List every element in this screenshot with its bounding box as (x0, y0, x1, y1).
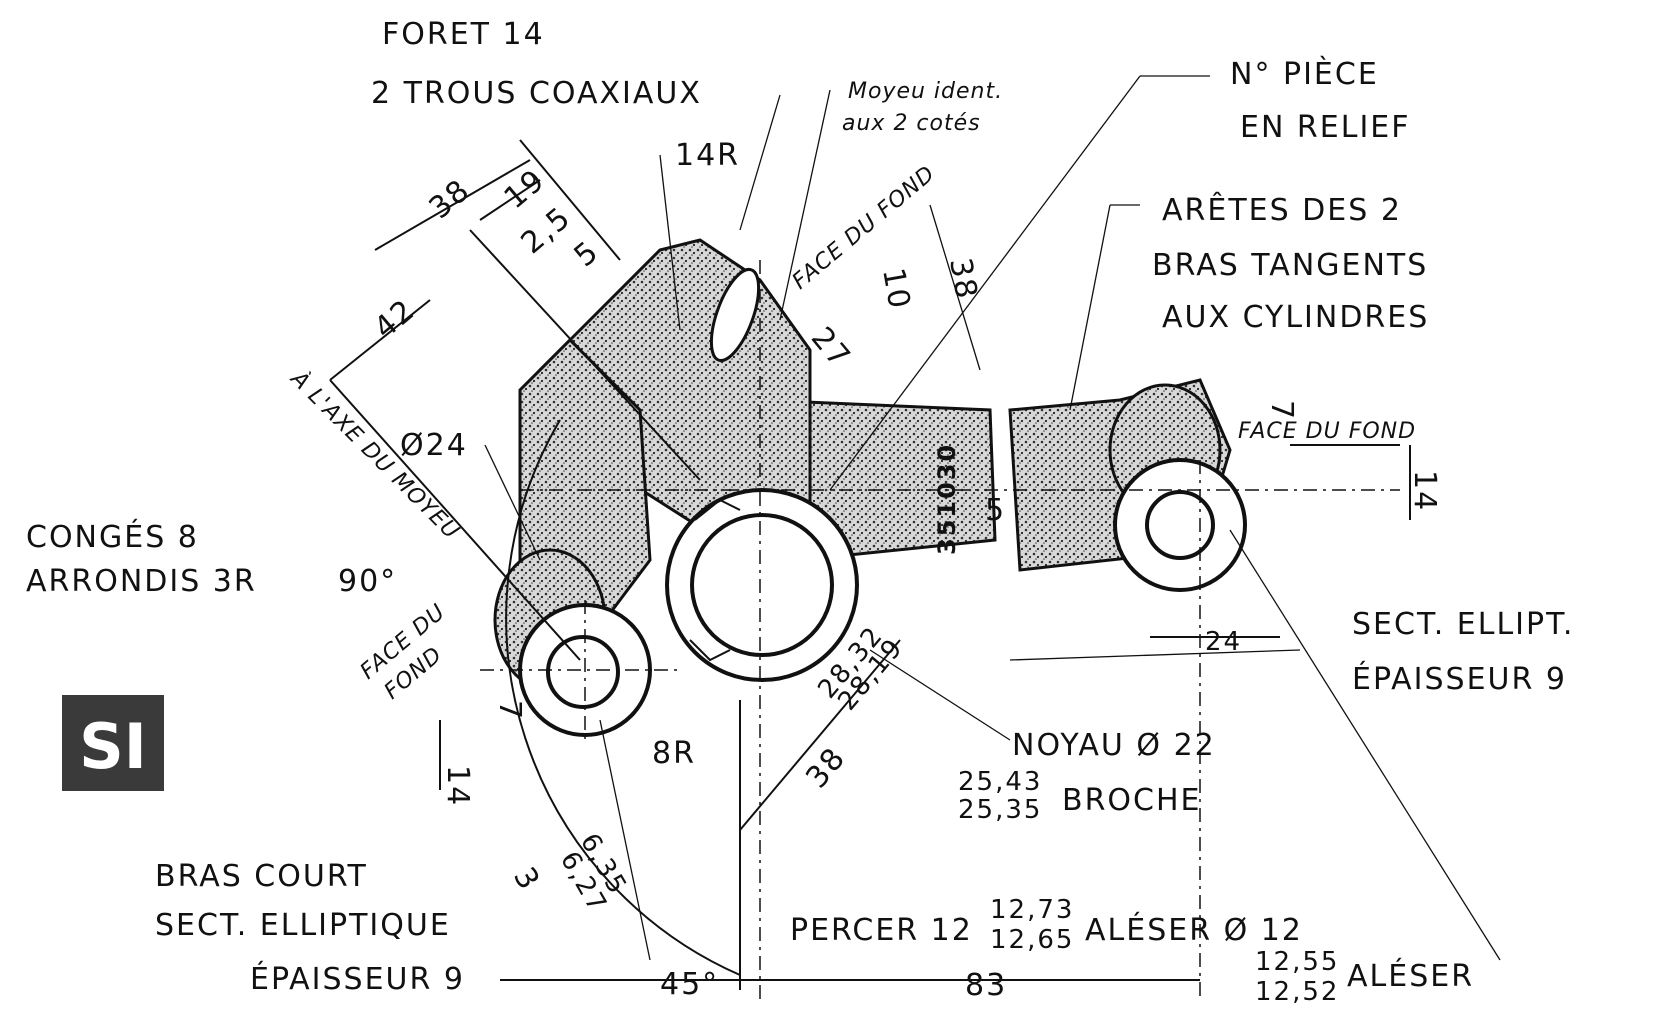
broche-hi: 25,43 (958, 767, 1042, 797)
aleser-hi: 12,55 (1255, 947, 1339, 977)
broche-label: BROCHE (1062, 783, 1202, 818)
dim-24-bottom: 24 (1205, 627, 1242, 657)
dim-27: 27 (804, 321, 858, 376)
dim-83: 83 (965, 968, 1007, 1003)
right-bore (1145, 490, 1215, 560)
sect-ellipt-label-1: SECT. ELLIPT. (1352, 607, 1574, 642)
hub-bore (690, 513, 834, 657)
dim-7-right: 7 (1264, 400, 1299, 421)
bras-court-3: ÉPAISSEUR 9 (250, 961, 465, 997)
bras-court-2: SECT. ELLIPTIQUE (155, 908, 451, 943)
dim-5-mid: 5 (985, 493, 1006, 528)
upper-hole (709, 267, 761, 363)
moyeu-label-1: Moyeu ident. (848, 79, 1003, 104)
conges-label-1: CONGÉS 8 (26, 519, 199, 555)
moyeu-label-2: aux 2 cotés (842, 111, 981, 136)
percer-hi: 12,73 (990, 895, 1074, 925)
left-bore (546, 635, 620, 709)
dim-8r: 8R (652, 736, 696, 771)
aleser-label: ALÉSER (1347, 958, 1474, 994)
dim-38-right: 38 (942, 255, 984, 303)
keyway (689, 498, 741, 662)
dim-14-left: 14 (440, 765, 475, 807)
trous-label: 2 TROUS COAXIAUX (371, 76, 702, 111)
percer-lo: 12,65 (990, 925, 1074, 955)
piece-label-1: N° PIÈCE (1230, 56, 1379, 92)
bras-court-1: BRAS COURT (155, 859, 368, 894)
dim-10: 10 (875, 265, 917, 313)
dim-5-top: 5 (568, 234, 607, 274)
foret-label: FORET 14 (382, 17, 545, 52)
si-logo: SI (62, 695, 164, 791)
dim-42: 42 (368, 292, 423, 346)
percer-label: PERCER 12 (790, 913, 973, 948)
face-fond-right: FACE DU FOND (1238, 419, 1416, 444)
dim-14r: 14R (675, 138, 740, 173)
dim-14-right: 14 (1407, 470, 1442, 512)
aretes-label-3: AUX CYLINDRES (1162, 300, 1429, 335)
dim-3: 3 (506, 862, 547, 898)
dim-7-left: 7 (492, 700, 527, 721)
piece-label-2: EN RELIEF (1240, 110, 1411, 145)
aretes-label-2: BRAS TANGENTS (1152, 248, 1428, 283)
aretes-label-1: ARÊTES DES 2 (1162, 192, 1402, 228)
aleser-lo: 12,52 (1255, 977, 1339, 1007)
broche-lo: 25,35 (958, 795, 1042, 825)
angle-90: 90° (338, 564, 397, 599)
dimension-lines (329, 75, 1501, 1000)
noyau-label: NOYAU Ø 22 (1012, 728, 1216, 763)
sect-ellipt-label-2: ÉPAISSEUR 9 (1352, 661, 1567, 697)
dim-24-dia: Ø24 (400, 428, 468, 463)
angle-45: 45° (660, 967, 719, 1002)
aleser-12-label: ALÉSER Ø 12 (1085, 912, 1303, 948)
part-number: 351030 (933, 443, 961, 555)
logo-text: SI (79, 710, 147, 783)
conges-label-2: ARRONDIS 3R (26, 564, 257, 599)
